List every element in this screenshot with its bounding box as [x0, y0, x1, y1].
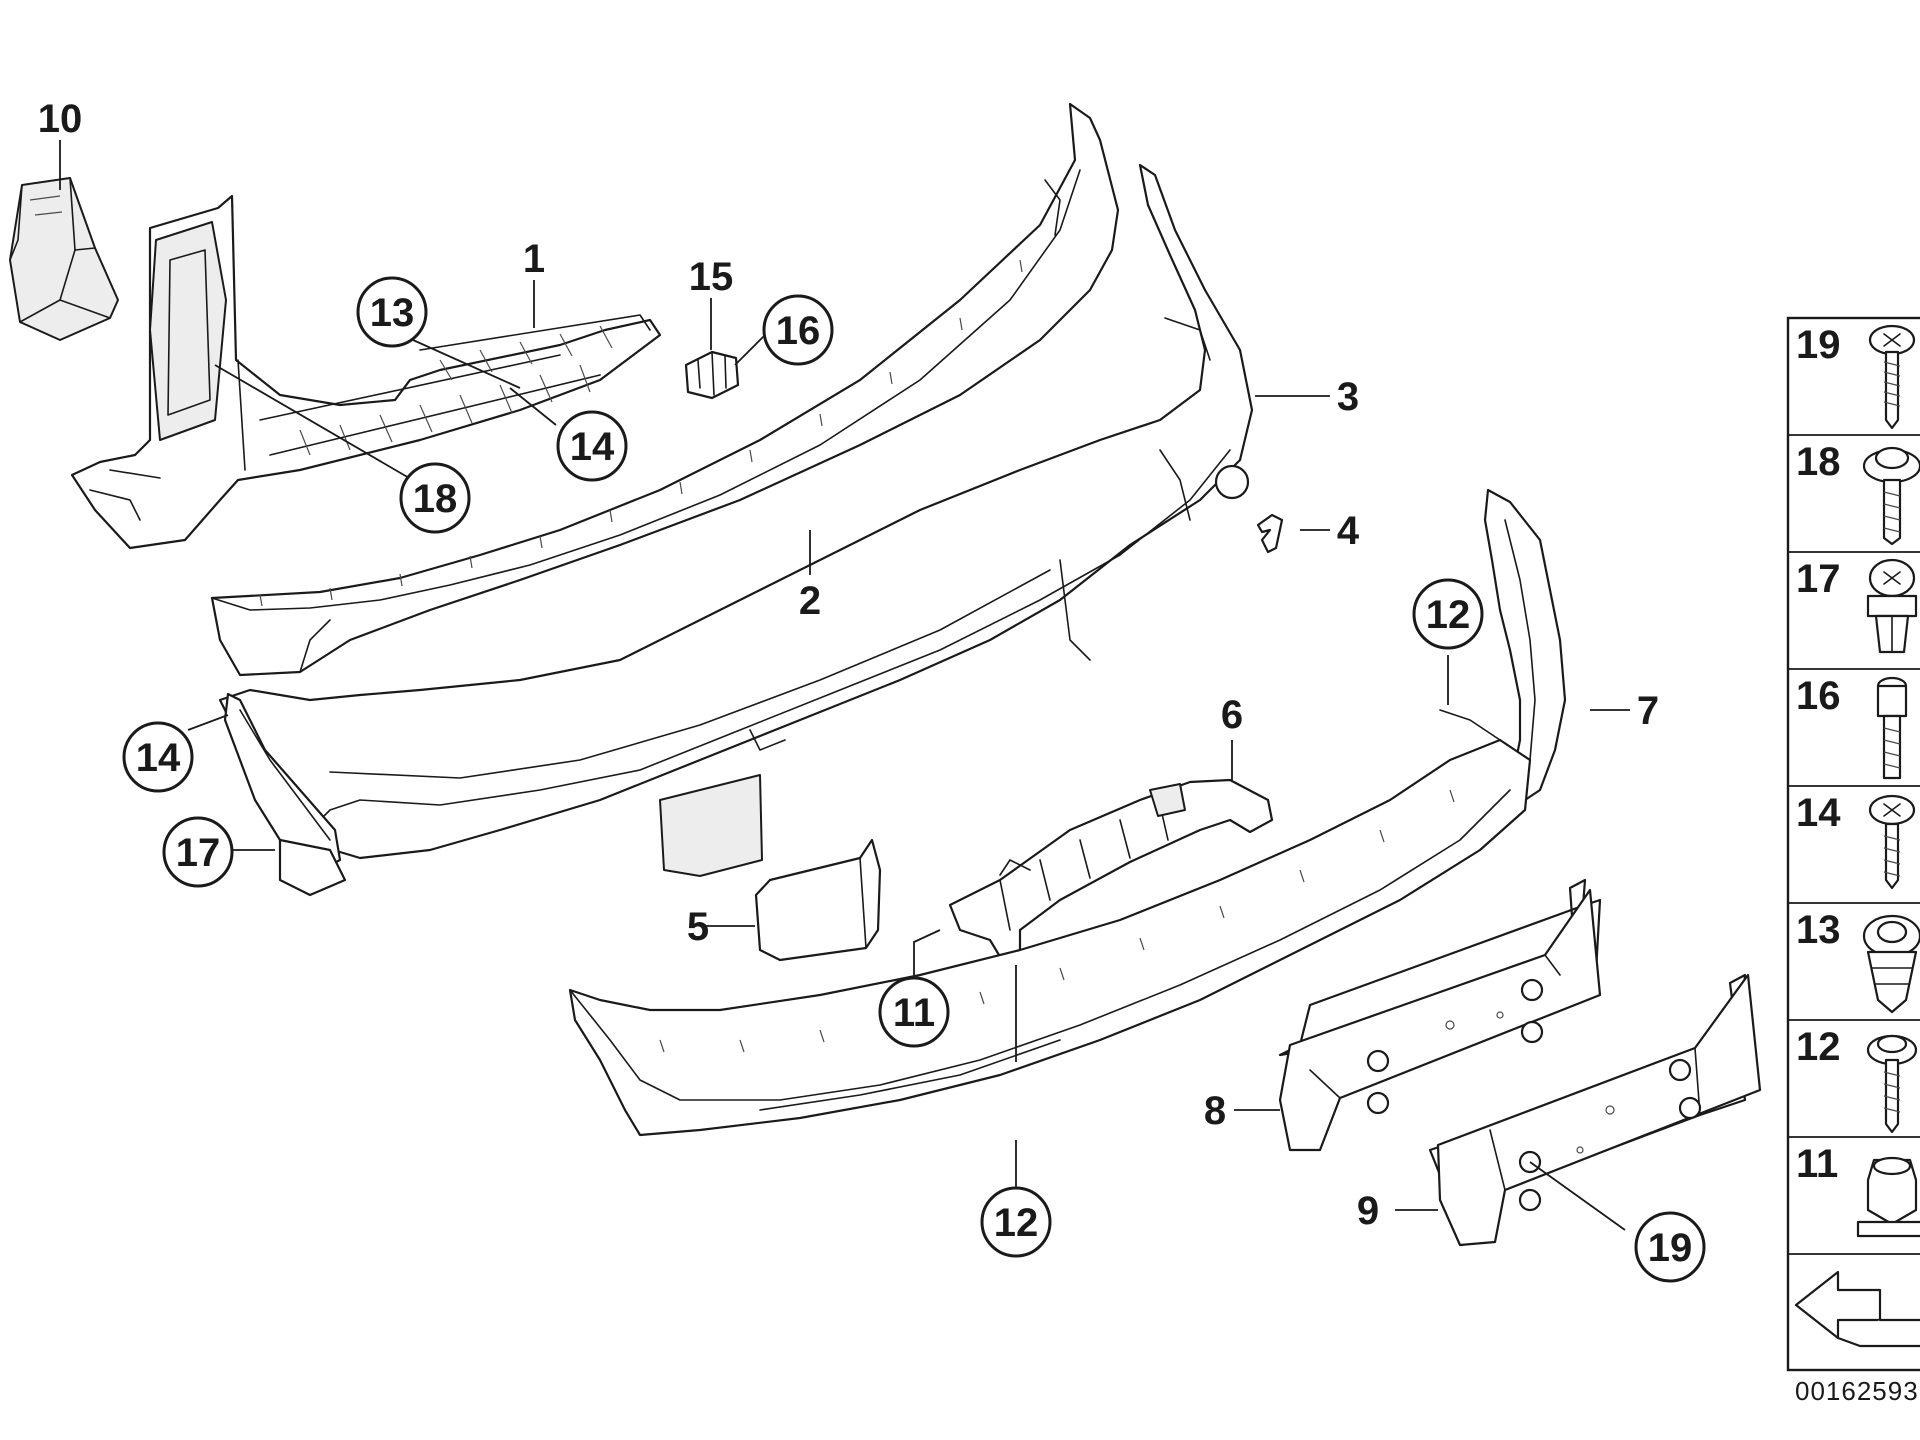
callout-label: 10: [38, 97, 83, 141]
callout-labels: 10 1 15 3 4 2 6 7 5 8 9: [38, 97, 1659, 1233]
direction-arrow-icon: [1794, 1270, 1920, 1348]
legend-label: 16: [1796, 674, 1841, 718]
legend-label: 19: [1796, 323, 1841, 367]
legend-label: 17: [1796, 557, 1841, 601]
part-4-clip: [1256, 513, 1284, 554]
part-14-17-side-bracket: [223, 692, 347, 897]
callout-label: 3: [1337, 375, 1359, 419]
svg-text:14: 14: [570, 425, 615, 469]
callout-12-bottom: 12: [980, 1186, 1052, 1258]
callout-label: 7: [1637, 689, 1659, 733]
callout-label: 5: [687, 905, 709, 949]
fastener-legend: 19 18 17 16 14 13 12 11: [1786, 316, 1920, 1372]
svg-text:12: 12: [1426, 593, 1471, 637]
svg-text:18: 18: [413, 477, 458, 521]
callout-18: 18: [399, 462, 471, 534]
legend-label: 13: [1796, 908, 1841, 952]
svg-text:11: 11: [893, 991, 935, 1035]
svg-text:17: 17: [176, 831, 221, 875]
callout-17: 17: [162, 816, 234, 888]
nut-11-icon: [1856, 1156, 1920, 1238]
part-10-bracket: [9, 177, 119, 341]
callout-label: 8: [1204, 1089, 1226, 1133]
part-2-bumper-cover-upper: [210, 102, 1120, 677]
callout-label: 6: [1221, 693, 1243, 737]
screw-19-icon: [1868, 324, 1916, 430]
clip-17-icon: [1866, 558, 1918, 654]
callout-label: 4: [1337, 509, 1360, 553]
svg-text:12: 12: [994, 1201, 1039, 1245]
svg-text:13: 13: [370, 291, 415, 335]
svg-text:14: 14: [136, 736, 181, 780]
circled-callouts: 13 16 14 18 12 14 17 11: [122, 276, 1706, 1283]
callout-11: 11: [878, 976, 950, 1048]
svg-text:16: 16: [776, 309, 821, 353]
callout-12-right: 12: [1412, 578, 1484, 650]
part-9-plate-bracket: [1428, 973, 1762, 1247]
callout-14-left: 14: [122, 721, 194, 793]
legend-label: 14: [1796, 791, 1841, 835]
part-15-16-clip: [684, 350, 740, 400]
diagram-code: 00162593: [1795, 1376, 1919, 1406]
legend-label: 18: [1796, 440, 1841, 484]
callout-label: 15: [689, 255, 734, 299]
part-5-cap: [754, 838, 882, 962]
screw-14-icon: [1868, 794, 1916, 890]
legend-label: 12: [1796, 1025, 1841, 1069]
part-8-plate-bracket: [1278, 878, 1602, 1152]
legend-label: 11: [1796, 1142, 1838, 1186]
callout-13: 13: [356, 276, 428, 348]
part-1-side-bracket: [70, 194, 662, 550]
leader-lines: [59, 140, 1630, 1231]
callout-16: 16: [762, 294, 834, 366]
callout-14-top: 14: [556, 410, 628, 482]
screw-18-icon: [1862, 446, 1920, 546]
svg-text:19: 19: [1648, 1226, 1693, 1270]
callout-19: 19: [1634, 1211, 1706, 1283]
rivet-13-icon: [1862, 914, 1920, 1014]
screw-12-icon: [1866, 1034, 1918, 1134]
callout-label: 9: [1357, 1189, 1379, 1233]
callout-label: 2: [799, 579, 821, 623]
callout-label: 1: [523, 237, 545, 281]
bolt-16-icon: [1876, 676, 1908, 780]
